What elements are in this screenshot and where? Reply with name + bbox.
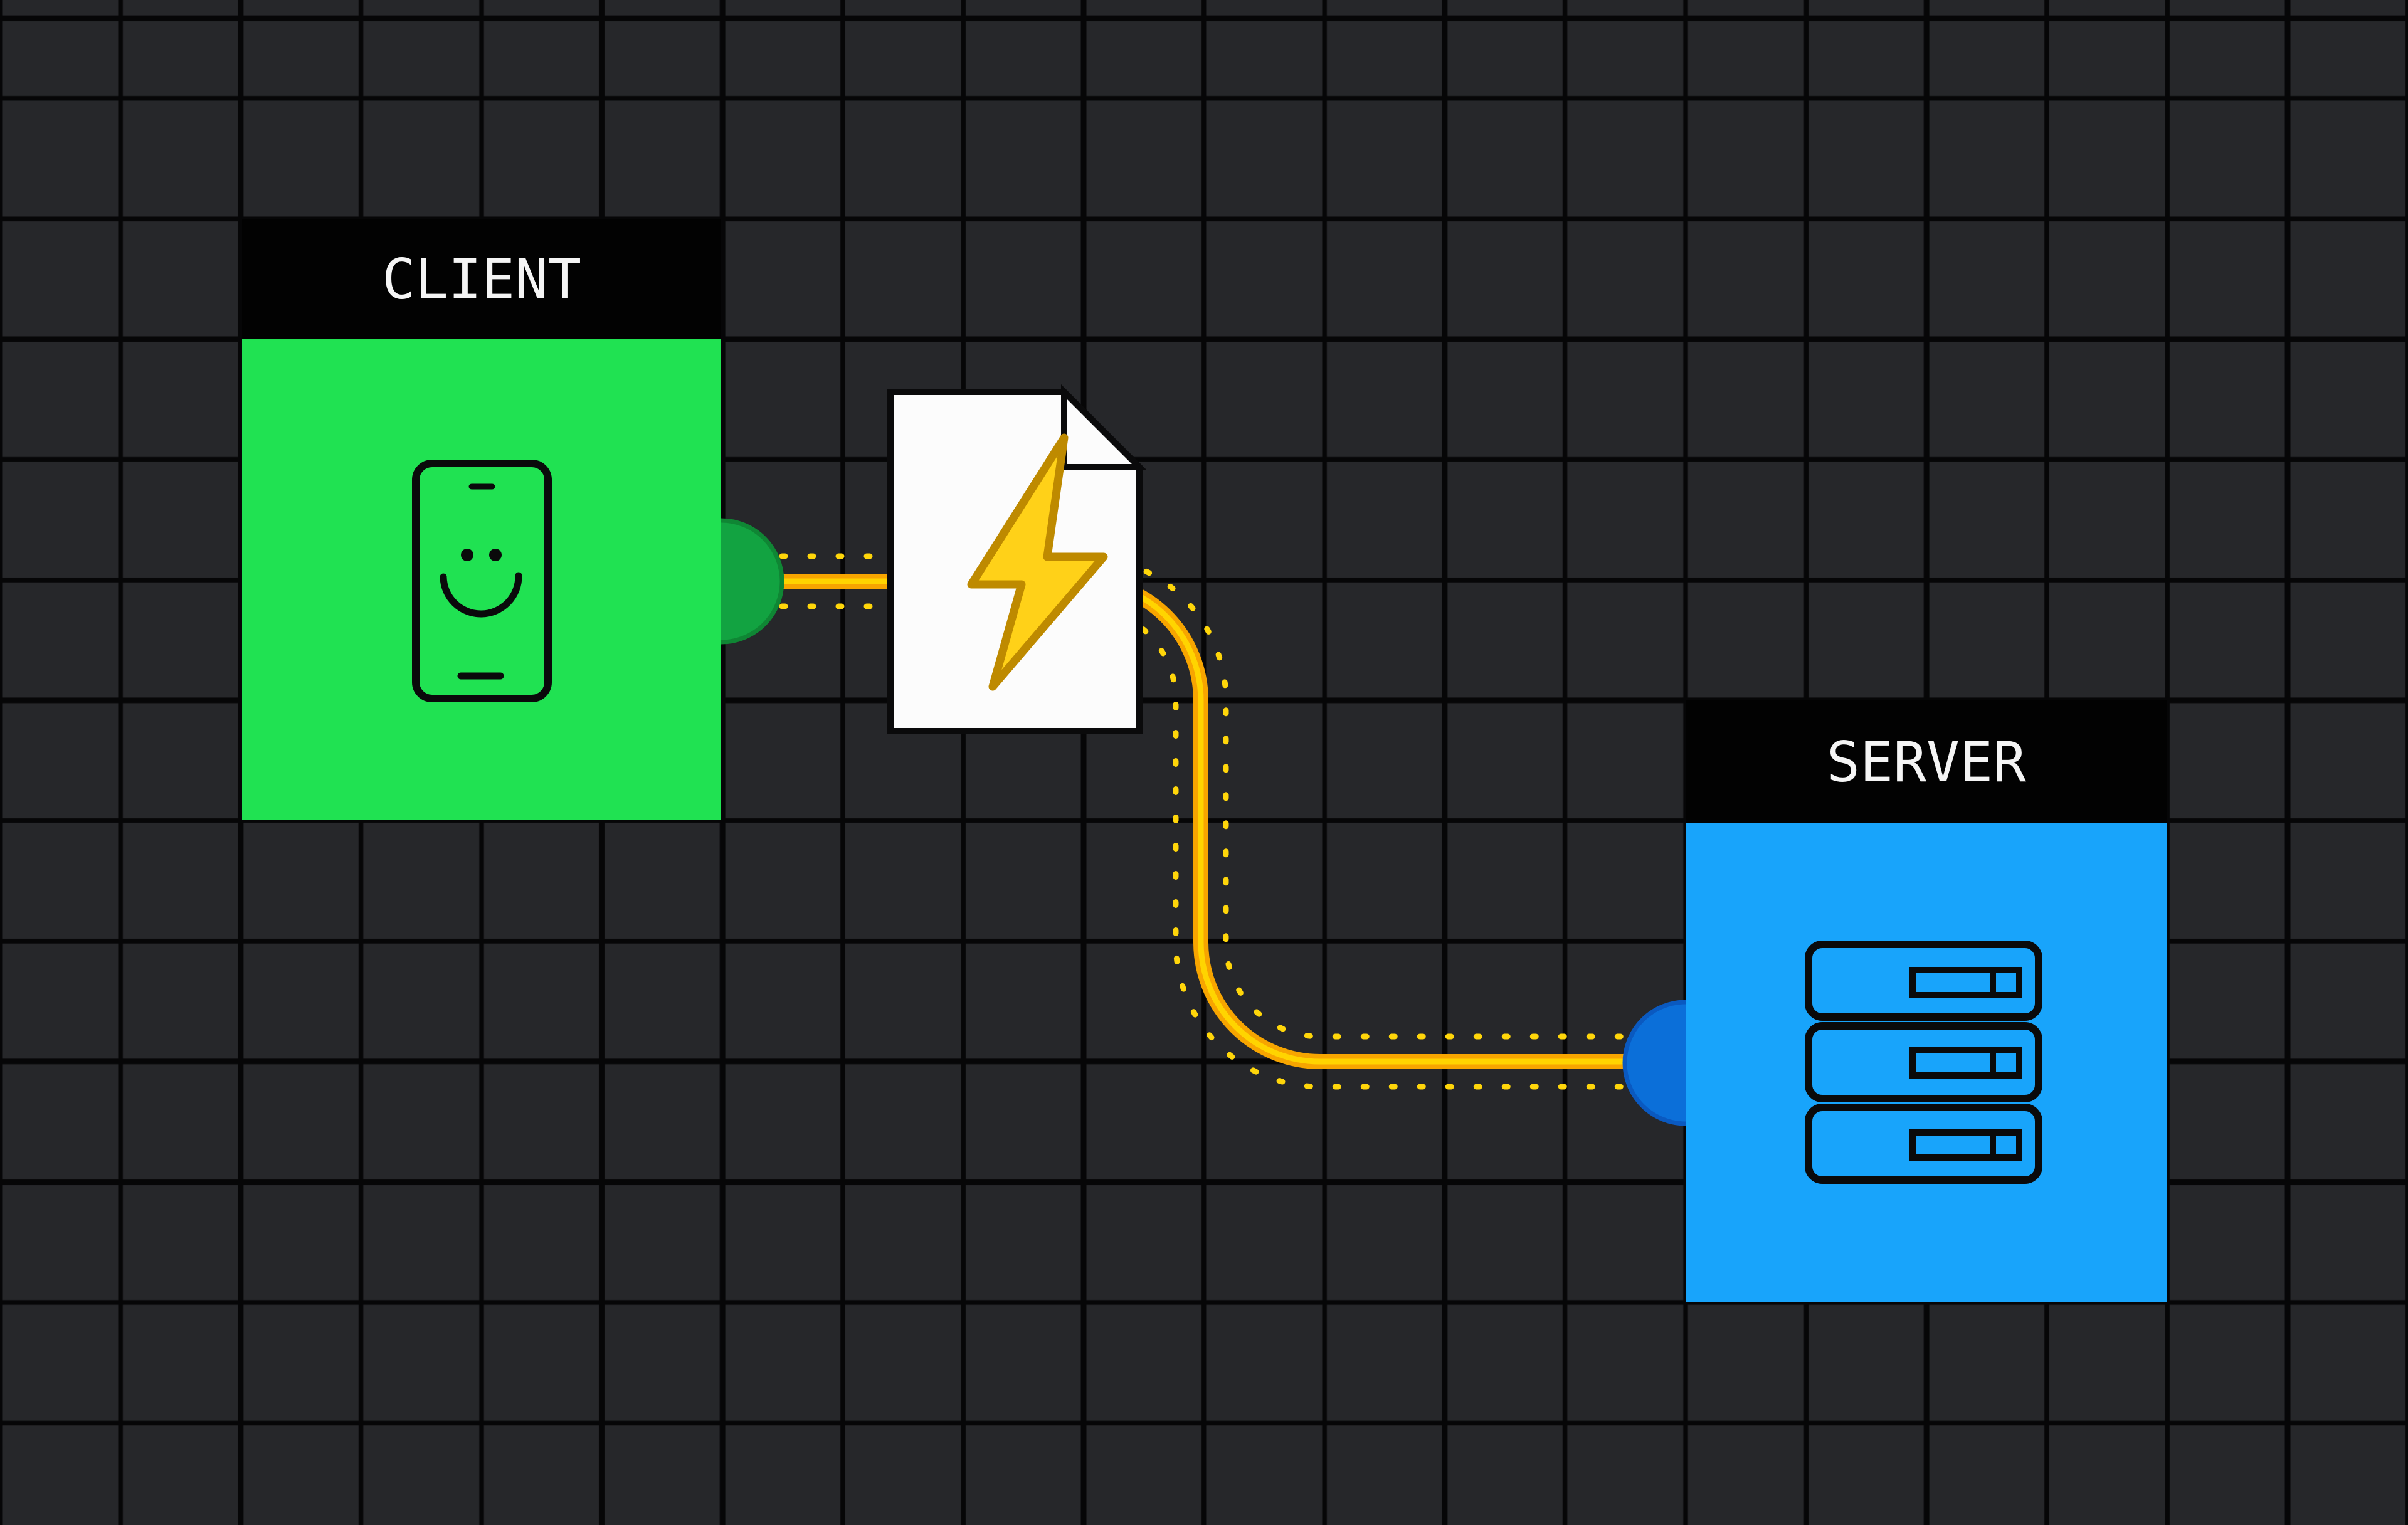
client-header: CLIENT (242, 219, 721, 339)
lightning-bolt-icon (967, 433, 1108, 691)
client-body (242, 339, 721, 820)
server-rack-icon (1805, 941, 2042, 1184)
document-folded-corner (1061, 384, 1148, 470)
smiley-left-eye (461, 549, 473, 561)
smiley-right-eye (489, 549, 502, 561)
server-node: SERVER (1686, 700, 2167, 1302)
server-body (1686, 823, 2167, 1302)
smiley-smile (440, 572, 522, 618)
client-node: CLIENT (242, 219, 721, 820)
client-label: CLIENT (382, 246, 581, 312)
rack-slot (1909, 1129, 2022, 1161)
server-header: SERVER (1686, 700, 2167, 823)
smartphone-smiley-icon (412, 460, 552, 702)
server-label: SERVER (1827, 729, 2026, 794)
rack-slot (1909, 1047, 2022, 1079)
rack-slot (1909, 967, 2022, 998)
